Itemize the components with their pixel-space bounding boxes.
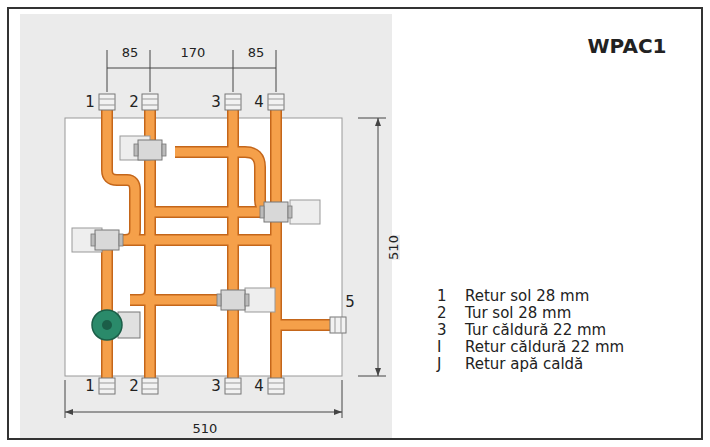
callout-number: 4 — [254, 95, 264, 110]
dimension: 510 — [191, 422, 220, 435]
legend-text: Retur căldură 22 mm — [465, 340, 624, 355]
legend-text: Tur sol 28 mm — [465, 306, 571, 321]
callout-number: 4 — [254, 379, 264, 394]
callout-number: 2 — [129, 95, 139, 110]
callout-number: 5 — [345, 295, 355, 310]
dimension: 85 — [246, 46, 267, 59]
legend-key: I — [437, 340, 441, 355]
legend-key: 1 — [437, 289, 447, 304]
callout-number: 2 — [129, 379, 139, 394]
callout-number: 1 — [85, 379, 95, 394]
dimension: 170 — [179, 46, 208, 59]
callout-number: 1 — [85, 95, 95, 110]
legend-text: Tur căldură 22 mm — [465, 323, 606, 338]
callout-number: 3 — [211, 95, 221, 110]
title: WPAC1 — [588, 36, 667, 56]
callout-number: 3 — [211, 379, 221, 394]
legend-key: 2 — [437, 306, 447, 321]
legend-text: Retur apă caldă — [465, 357, 583, 372]
dimension: 85 — [120, 46, 141, 59]
legend-key: J — [437, 357, 441, 372]
legend-text: Retur sol 28 mm — [465, 289, 589, 304]
legend-key: 3 — [437, 323, 447, 338]
dimension: 510 — [386, 235, 399, 260]
